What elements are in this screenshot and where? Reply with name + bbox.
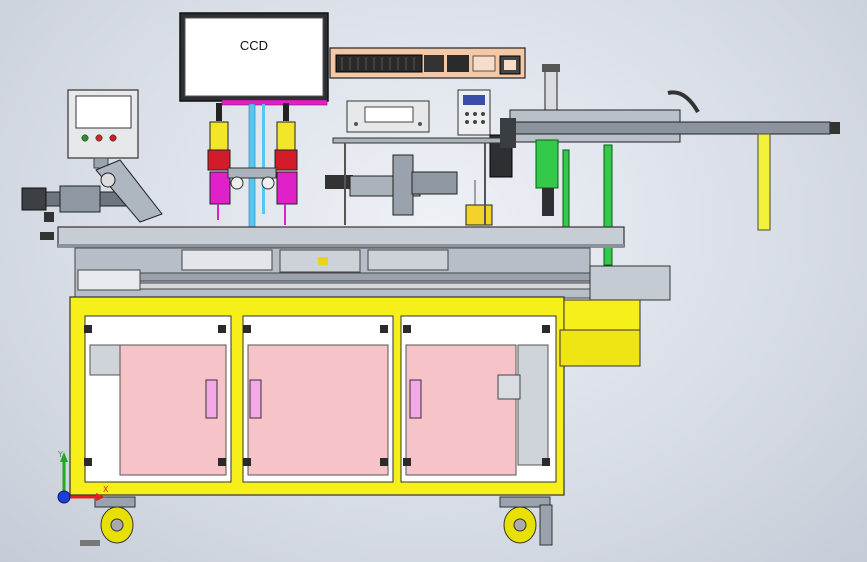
green-actuator[interactable] [535, 139, 559, 189]
triad-x-label: X [103, 485, 109, 494]
stop-button[interactable] [95, 134, 103, 142]
triad-y-label: Y [57, 450, 63, 459]
keypad-controller[interactable] [457, 89, 491, 136]
right-gantry[interactable] [500, 64, 840, 266]
door-handle[interactable] [249, 379, 262, 419]
cabinet-door-middle[interactable] [242, 315, 394, 483]
camera-right[interactable] [274, 103, 298, 225]
emergency-button[interactable] [109, 134, 117, 142]
frame-bolts [84, 325, 550, 466]
camera-left[interactable] [207, 103, 231, 220]
cabinet-door-left[interactable] [84, 315, 232, 483]
controller-shelf [332, 137, 506, 144]
rail-assembly [74, 247, 671, 301]
yellow-post [757, 133, 771, 231]
cabinet-door-right[interactable] [400, 315, 557, 483]
door-handle[interactable] [409, 379, 422, 419]
light-guide-right [262, 104, 265, 214]
deck-plate [57, 226, 625, 248]
left-feeder[interactable] [21, 159, 163, 240]
caster-wheel-icon [499, 496, 553, 546]
door-handle[interactable] [205, 379, 218, 419]
temperature-controller[interactable] [346, 100, 430, 133]
plc-terminal-board[interactable] [329, 47, 526, 79]
start-button[interactable] [81, 134, 89, 142]
ccd-monitor[interactable]: CCD [179, 12, 329, 106]
ccd-label: CCD [240, 38, 268, 53]
triad-axis-icon: Y X [57, 450, 109, 504]
yellow-fixture [465, 204, 493, 226]
caster-wheel-icon [80, 496, 136, 546]
camera-bracket [227, 167, 277, 190]
middle-head[interactable] [325, 134, 513, 226]
hmi-panel[interactable] [67, 89, 139, 169]
